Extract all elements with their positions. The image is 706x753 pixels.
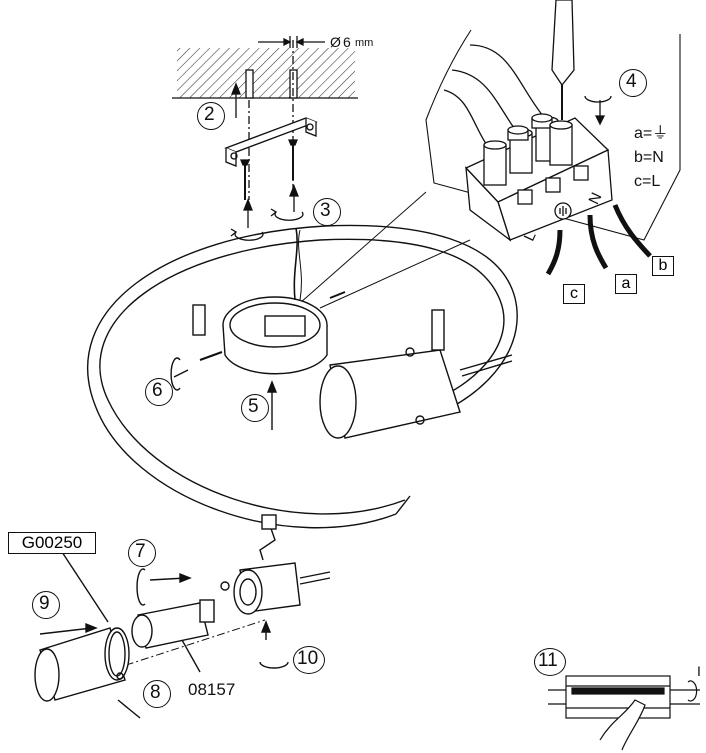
lamp-part-code: G00250 xyxy=(8,532,96,554)
hand xyxy=(599,699,646,751)
legend-a: a=⏚ xyxy=(634,125,669,142)
curved-arm-outer xyxy=(99,238,505,515)
detail-leader-lines xyxy=(299,191,471,309)
dimension-value: 6 xyxy=(343,34,351,50)
dowel-left xyxy=(245,69,254,99)
ceiling-mounting-detail xyxy=(172,36,358,241)
wire-legend: a=⏚ b=N c=L xyxy=(634,122,668,194)
circuit-breaker-panel xyxy=(548,675,700,751)
ceiling-hatch xyxy=(177,48,355,98)
legend-c: c=L xyxy=(634,173,661,190)
bulb-part-code: 08157 xyxy=(188,680,236,699)
main-fixture xyxy=(87,224,518,529)
terminal-block-detail xyxy=(425,0,681,276)
wire-box-a: a xyxy=(615,274,637,294)
dimension-unit: mm xyxy=(355,37,374,49)
switch-on-mark: I xyxy=(697,663,701,679)
wire-box-b: b xyxy=(652,256,674,276)
dimension-symbol: Ø xyxy=(330,34,341,50)
spot-assembly xyxy=(34,514,331,719)
screwdriver xyxy=(551,0,575,87)
wire-box-c: c xyxy=(563,284,585,304)
legend-b: b=N xyxy=(634,149,664,166)
mounting-bracket xyxy=(224,117,318,153)
curved-arm-inner xyxy=(87,224,518,529)
